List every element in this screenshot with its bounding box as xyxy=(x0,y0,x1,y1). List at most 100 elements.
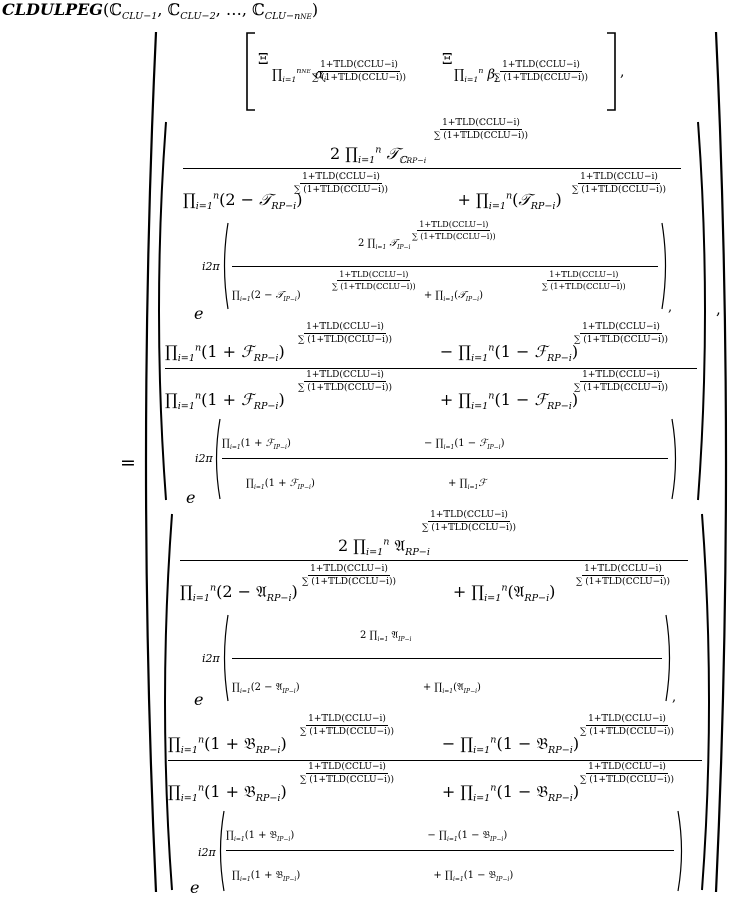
block2-fn-B1: 𝔅 xyxy=(244,734,256,753)
block1-fden-prod2: ∏ xyxy=(458,390,472,409)
block2-p2d-oneplus: (1 + xyxy=(250,870,276,881)
block1-phase1-num-exp-den: ∑ (1+𝕋LD(ℂCLU−i)) xyxy=(412,232,496,241)
block1-phase1-rparen xyxy=(661,222,667,310)
block1-p2n-b1: i=1 xyxy=(229,444,241,451)
block1-p2d-F1-sub: IP−i xyxy=(297,484,311,491)
block1-fden-F1-sub: RP−i xyxy=(253,401,279,413)
block2-p2d-B1-sub: IP−i xyxy=(282,876,297,883)
title-close: ) xyxy=(311,0,319,19)
block2-p1d-b1: i=1 xyxy=(239,688,251,695)
block1-den-prod2-bottom: i=1 xyxy=(488,201,506,213)
block1-fnum-exp2-den: ∑ (1+𝕋LD(ℂCLU−i)) xyxy=(574,335,669,345)
block1-false-num-exp1: 1+𝕋LD(ℂCLU−i)∑ (1+𝕋LD(ℂCLU−i)) xyxy=(296,322,394,345)
block2-td-A2-sub: RP−i xyxy=(524,593,550,605)
weight-beta: β xyxy=(487,67,496,83)
block1-false-num: ∏i=1n(1 + ℱRP−i) − ∏i=1n(1 − ℱRP−i) xyxy=(165,342,579,365)
block2-e1: e xyxy=(194,690,204,709)
block2-p2n-minus: − xyxy=(424,830,439,841)
block1-p2n-oneplus: (1 + xyxy=(240,438,266,449)
block2-false-num-exp1: 1+𝕋LD(ℂCLU−i)∑ (1+𝕋LD(ℂCLU−i)) xyxy=(298,714,396,737)
block1-p2d-b1: i=1 xyxy=(253,484,265,491)
block1-phase1-den-exp2-den: ∑ (1+𝕋LD(ℂCLU−i)) xyxy=(542,282,626,291)
block2-i2pi-2: i2π xyxy=(198,846,216,859)
block2-fd-oneminus: (1 − xyxy=(496,782,537,801)
block2-fd-prod2: ∏ xyxy=(460,782,474,801)
block2-td-A2: 𝔄 xyxy=(513,582,525,601)
block1-p2n-b2: i=1 xyxy=(443,444,455,451)
block2-fn-oneminus: (1 − xyxy=(496,734,537,753)
title-argn-sub: CLU−nNE xyxy=(265,11,312,22)
block1-phase1-IP: IP−i xyxy=(397,244,411,251)
block1-phase1-comma: , xyxy=(668,300,673,315)
block2-p1n-A: 𝔄 xyxy=(391,630,399,641)
weight-beta-i: i xyxy=(495,74,498,84)
block2-p1d-prod1: ∏ xyxy=(232,682,240,693)
block1-den-T2: 𝒯 xyxy=(518,190,531,209)
block2-fd-b1: i=1 xyxy=(180,793,198,805)
block2-td-b1: i=1 xyxy=(192,593,210,605)
block1-fden-exp2-den: ∑ (1+𝕋LD(ℂCLU−i)) xyxy=(574,383,669,393)
block1-fnum-b2: i=1 xyxy=(471,353,489,365)
block1-den-prod1: ∏ xyxy=(183,190,196,209)
block1-p2d-prod1: ∏ xyxy=(246,478,254,489)
weight-xi-1: Ξ xyxy=(258,50,269,68)
block1-phase1-num: 2 ∏i=1 𝒯IP−i xyxy=(358,238,410,251)
block1-den-exp1-den: ∑ (1+𝕋LD(ℂCLU−i)) xyxy=(294,185,389,195)
block2-td-exp1-num: 1+𝕋LD(ℂCLU−i) xyxy=(308,564,390,576)
weight-exp-den-2: ∑ (1+𝕋LD(ℂCLU−i)) xyxy=(494,73,589,83)
block1-fnum-prod1: ∏ xyxy=(165,342,178,361)
block2-p2n-prod1: ∏ xyxy=(226,830,234,841)
block1-fnum-F1-sub: RP−i xyxy=(253,353,279,365)
block2-false-fracline xyxy=(168,760,702,761)
block1-fden-b1: i=1 xyxy=(177,401,195,413)
title-arg2-sub: CLU−2 xyxy=(180,11,216,23)
block2-right-paren xyxy=(701,513,710,891)
block1-false-den-exp2: 1+𝕋LD(ℂCLU−i)∑ (1+𝕋LD(ℂCLU−i)) xyxy=(572,370,670,393)
block2-false-den-exp1: 1+𝕋LD(ℂCLU−i)∑ (1+𝕋LD(ℂCLU−i)) xyxy=(298,762,396,785)
block1-phase1-den-IP1: IP−i xyxy=(283,296,297,303)
block1-p2n-F1: ℱ xyxy=(265,438,274,449)
block1-fden-plus: + xyxy=(434,390,459,409)
block2-phase1-lparen xyxy=(223,614,229,702)
block2-phase2-den: ∏i=1(1 + 𝔅IP−i) + ∏i=1(1 − 𝔅IP−i) xyxy=(232,870,514,883)
block2-p2n-oneminus: (1 − xyxy=(457,830,483,841)
block1-p2n-oneminus: (1 − xyxy=(454,438,480,449)
block2-p1d-A1-sub: IP−i xyxy=(282,688,296,695)
block2-fn-B2: 𝔅 xyxy=(536,734,549,753)
title-argn-sub-text: CLU− xyxy=(264,11,295,23)
block2-truth-den-exp2: 1+𝕋LD(ℂCLU−i)∑ (1+𝕋LD(ℂCLU−i)) xyxy=(574,564,672,587)
title-open: (ℂ xyxy=(102,0,122,19)
block2-p2d-B2: 𝔅 xyxy=(488,870,496,881)
block2-fn-B1-sub: RP−i xyxy=(255,745,281,757)
block1-truth-num: 2 ∏i=1n 𝒯ℂRP−i xyxy=(330,144,426,166)
block1-false-fracline xyxy=(165,368,697,369)
block2-phase2-fracline xyxy=(226,850,674,851)
block1-phase1-den-exp2: 1+𝕋LD(ℂCLU−i)∑ (1+𝕋LD(ℂCLU−i)) xyxy=(540,270,628,291)
block2-fn-b1: i=1 xyxy=(180,745,198,757)
block2-truth-num-exp: 1+𝕋LD(ℂCLU−i)∑ (1+𝕋LD(ℂCLU−i)) xyxy=(420,510,518,533)
block2-false-num-exp2: 1+𝕋LD(ℂCLU−i)∑ (1+𝕋LD(ℂCLU−i)) xyxy=(578,714,676,737)
block1-phase1-den-exp1: 1+𝕋LD(ℂCLU−i)∑ (1+𝕋LD(ℂCLU−i)) xyxy=(330,270,418,291)
block1-p2d-F1: ℱ xyxy=(289,478,298,489)
block1-fnum-prod2: ∏ xyxy=(458,342,472,361)
block2-fn-minus: − xyxy=(436,734,461,753)
block2-tn-lead: 2 ∏ xyxy=(338,536,366,555)
block2-tn-exp-num: 1+𝕋LD(ℂCLU−i) xyxy=(428,510,510,522)
block1-phase1-num-exp-num: 1+𝕋LD(ℂCLU−i) xyxy=(417,220,491,231)
block1-phase2-fracline xyxy=(222,458,668,459)
block1-fnum-b1: i=1 xyxy=(177,353,195,365)
block2-truth-den: ∏i=1n(2 − 𝔄RP−i) + ∏i=1n(𝔄RP−i) xyxy=(180,582,556,605)
weight-exp-num-1: 1+𝕋LD(ℂCLU−i) xyxy=(318,60,400,72)
outer-left-paren xyxy=(144,31,158,893)
block1-den-prod1-top: n xyxy=(212,190,220,202)
block2-fd-prod1: ∏ xyxy=(168,782,181,801)
block1-phase1-den-prod2: ∏ xyxy=(435,290,444,301)
block2-fn-exp2-num: 1+𝕋LD(ℂCLU−i) xyxy=(586,714,668,726)
block2-td-two: (2 − xyxy=(216,582,257,601)
block1-p2n-F2: ℱ xyxy=(479,438,488,449)
block1-fnum-F2: ℱ xyxy=(534,342,548,361)
block1-den-prod2-top: n xyxy=(505,190,513,202)
weight-exp-2: ∏i=1n βi xyxy=(454,66,498,84)
block2-p1d-plus: + xyxy=(419,682,435,693)
block1-phase1-bottom: i=1 xyxy=(375,244,387,251)
